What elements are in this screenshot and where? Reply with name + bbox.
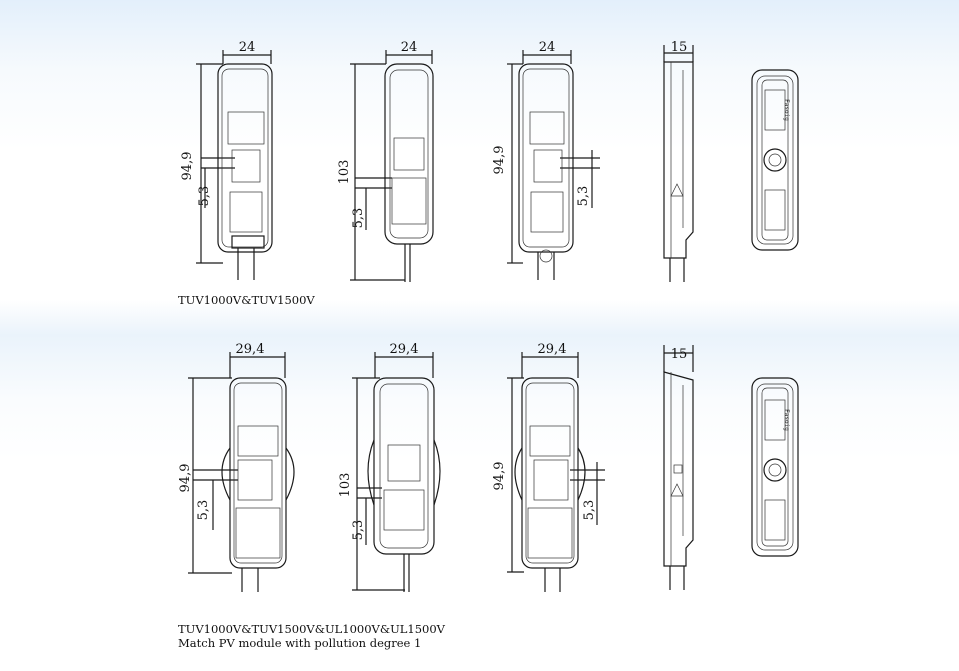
row1-front-view-c: 24 94,9 5,3: [492, 40, 600, 280]
row1-side-view: 15: [663, 40, 694, 282]
row2-view2-width-dim: 29,4: [390, 342, 419, 357]
row2-view1-pitch-dim: 5,3: [196, 500, 211, 521]
row2-caption-line-2: Match PV module with pollution degree 1: [178, 636, 422, 650]
row2-view4-width-dim: 15: [671, 347, 688, 362]
row1-view1-width-dim: 24: [239, 40, 256, 55]
row1-top-view: Fasoig: [751, 69, 799, 251]
row1-view1-height-dim: 94,9: [180, 152, 195, 181]
row2-top-label: Fasoig: [783, 409, 790, 431]
row1-front-view-a: 24 94,9 5,3: [180, 40, 273, 280]
row-1: 24 94,9 5,3 24 103: [180, 40, 799, 282]
row2-view2-height-dim: 103: [338, 473, 353, 498]
row-2: 29,4 94,9 5,3 29,4: [178, 342, 799, 592]
row2-view3-pitch-dim: 5,3: [582, 500, 597, 521]
row2-caption-line-1: TUV1000V&TUV1500V&UL1000V&UL1500V: [178, 622, 445, 636]
row1-view2-height-dim: 103: [337, 160, 352, 185]
row2-front-view-a: 29,4 94,9 5,3: [178, 342, 295, 592]
row1-front-view-b: 24 103 5,3: [337, 40, 434, 282]
row1-caption-line-1: TUV1000V&TUV1500V: [178, 293, 315, 307]
row2-top-view: Fasoig: [751, 377, 799, 557]
row2-front-view-c: 29,4 94,9 5,3: [492, 342, 605, 592]
row2-view3-height-dim: 94,9: [492, 462, 507, 491]
row2-side-view: 15: [663, 345, 694, 590]
row1-view2-width-dim: 24: [401, 40, 418, 55]
row1-view3-width-dim: 24: [539, 40, 556, 55]
row2-caption: TUV1000V&TUV1500V&UL1000V&UL1500V Match …: [178, 622, 445, 650]
row2-view3-width-dim: 29,4: [538, 342, 567, 357]
row1-view3-pitch-dim: 5,3: [576, 186, 591, 207]
row1-view3-height-dim: 94,9: [492, 146, 507, 175]
row1-caption: TUV1000V&TUV1500V: [178, 293, 315, 307]
row1-top-label: Fasoig: [783, 99, 790, 121]
row1-view1-pitch-dim: 5,3: [197, 186, 212, 207]
row2-front-view-b: 29,4 103 5,3: [338, 342, 441, 592]
row1-view4-width-dim: 15: [671, 40, 688, 55]
row2-view1-height-dim: 94,9: [178, 464, 193, 493]
row2-view1-width-dim: 29,4: [236, 342, 265, 357]
row2-view2-pitch-dim: 5,3: [351, 520, 366, 541]
row1-view2-pitch-dim: 5,3: [351, 208, 366, 229]
